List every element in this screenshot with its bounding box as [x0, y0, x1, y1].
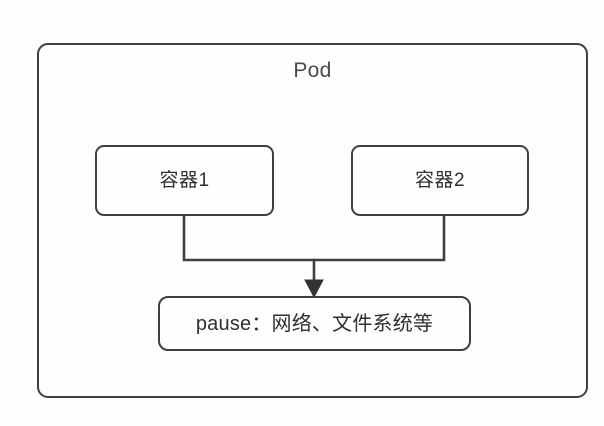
container-2-box: 容器2 — [351, 145, 529, 216]
pod-title-label: Pod — [293, 59, 332, 82]
pause-container-label: pause：网络、文件系统等 — [195, 312, 434, 335]
container-2-label: 容器2 — [414, 169, 466, 191]
pause-container-box: pause：网络、文件系统等 — [158, 296, 471, 351]
container-1-label: 容器1 — [159, 169, 210, 191]
container-1-box: 容器1 — [95, 145, 274, 216]
